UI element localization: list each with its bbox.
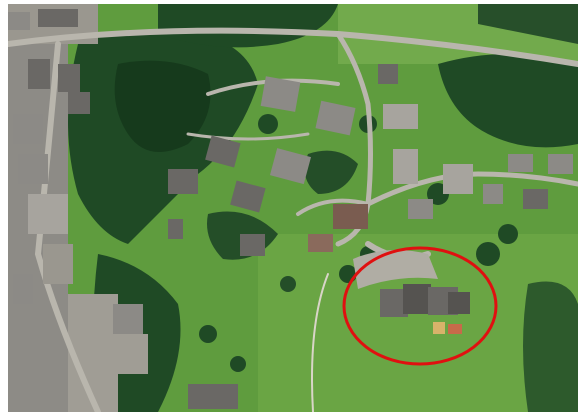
highlight-ellipse (342, 246, 498, 366)
aerial-map[interactable] (8, 4, 578, 412)
buildings (8, 9, 573, 409)
highlighted-building[interactable] (380, 284, 470, 334)
